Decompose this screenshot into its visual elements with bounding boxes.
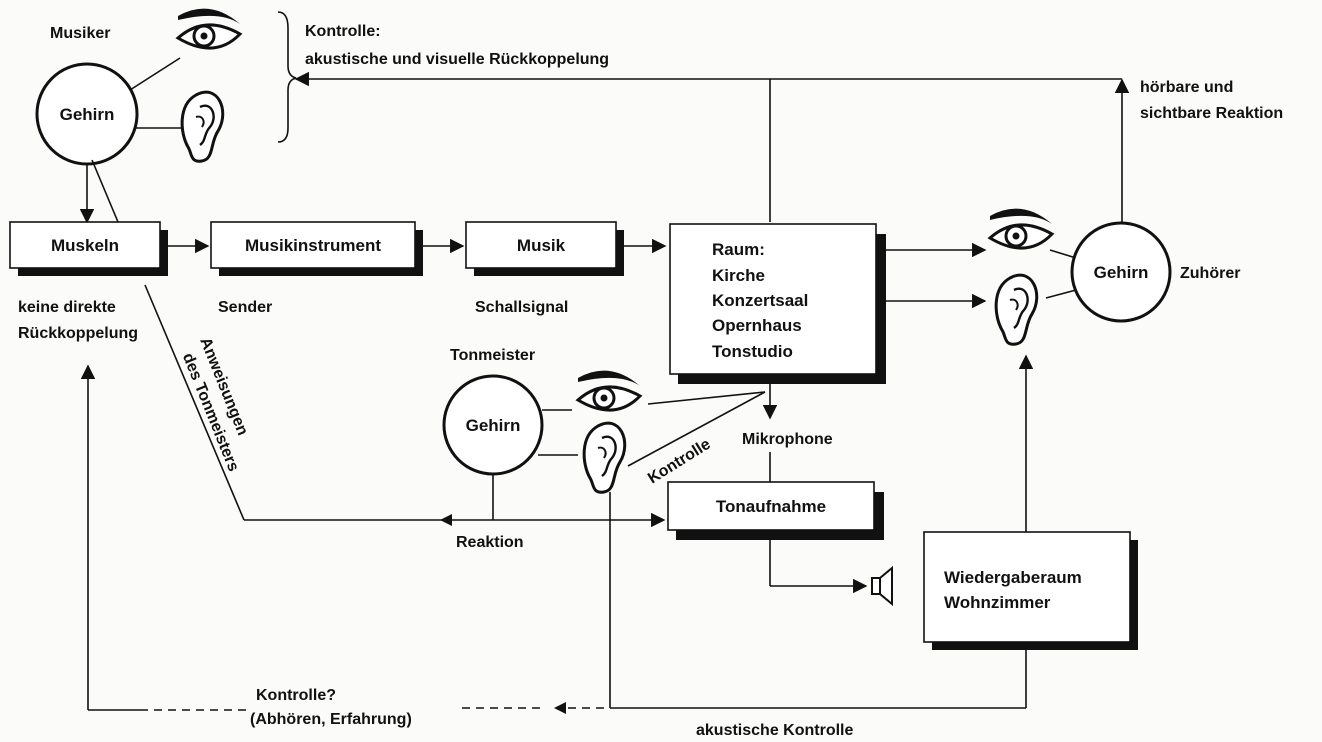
hoerbare-label-2: sichtbare Reaktion: [1140, 105, 1283, 122]
wiedergaberaum-box: Wiedergaberaum Wohnzimmer: [924, 532, 1138, 650]
wiedergabe-label-2: Wohnzimmer: [944, 593, 1051, 612]
hoerbare-label-1: hörbare und: [1140, 79, 1233, 96]
eye-icon: [990, 209, 1052, 248]
eye-icon: [578, 371, 640, 410]
kontrolle-top-label-1: Kontrolle:: [305, 23, 381, 40]
ear-icon: [584, 423, 625, 492]
dashed-arrowhead: [554, 702, 566, 714]
gehirn-zuhoerer-label: Gehirn: [1094, 263, 1149, 282]
musikinstrument-box: Musikinstrument: [211, 222, 423, 276]
anweisungen-text-group: Anweisungen des Tonmeisters: [176, 335, 262, 474]
tonaufnahme-label: Tonaufnahme: [716, 497, 826, 516]
gehirn-musiker-node: Gehirn: [37, 64, 137, 164]
kontrolle-q-label-1: Kontrolle?: [256, 687, 336, 704]
muskeln-box: Muskeln: [10, 222, 168, 276]
kontrolle-q-label-2: (Abhören, Erfahrung): [250, 711, 412, 728]
muskeln-label: Muskeln: [51, 236, 119, 255]
raum-line-5: Tonstudio: [712, 342, 793, 361]
loudspeaker-icon: [872, 568, 892, 604]
brace-shape: [278, 12, 296, 142]
musik-box: Musik: [466, 222, 624, 276]
gehirn-zuhoerer-node: Gehirn: [1072, 223, 1170, 321]
keine-label-1: keine direkte: [18, 299, 116, 316]
mikrophone-label: Mikrophone: [742, 431, 833, 448]
line-ear-gehirn: [1046, 290, 1076, 298]
gehirn-tonmeister-label: Gehirn: [466, 416, 521, 435]
akustische-kontrolle-label: akustische Kontrolle: [696, 722, 853, 739]
reaktion-arrowhead: [440, 514, 452, 526]
ear-icon: [182, 92, 223, 161]
kontrolle-top-label-2: akustische und visuelle Rückkoppelung: [305, 51, 609, 68]
raum-line-4: Opernhaus: [712, 316, 802, 335]
wiedergabe-label-1: Wiedergaberaum: [944, 568, 1082, 587]
raum-box: Raum: Kirche Konzertsaal Opernhaus Tonst…: [670, 224, 886, 384]
eye-icon: [178, 9, 240, 48]
raum-line-1: Raum:: [712, 240, 765, 259]
gehirn-musiker-label: Gehirn: [60, 105, 115, 124]
musikinstrument-label: Musikinstrument: [245, 236, 381, 255]
musik-label: Musik: [517, 236, 566, 255]
zuhoerer-label: Zuhörer: [1180, 265, 1240, 282]
tonaufnahme-box: Tonaufnahme: [668, 482, 884, 540]
line-gehirn-muskeln-diag: [92, 160, 118, 222]
ear-icon: [996, 275, 1037, 344]
gehirn-tonmeister-node: Gehirn: [444, 376, 542, 474]
line-eye-gehirn: [1050, 250, 1076, 258]
kontrolle-diag-label: Kontrolle: [645, 436, 714, 488]
musiker-label: Musiker: [50, 25, 110, 42]
raum-line-3: Konzertsaal: [712, 291, 808, 310]
reaktion-label: Reaktion: [456, 534, 524, 551]
schallsignal-label: Schallsignal: [475, 299, 568, 316]
sender-label: Sender: [218, 299, 272, 316]
tonmeister-label: Tonmeister: [450, 347, 535, 364]
keine-label-2: Rückkoppelung: [18, 325, 138, 342]
raum-line-2: Kirche: [712, 266, 765, 285]
